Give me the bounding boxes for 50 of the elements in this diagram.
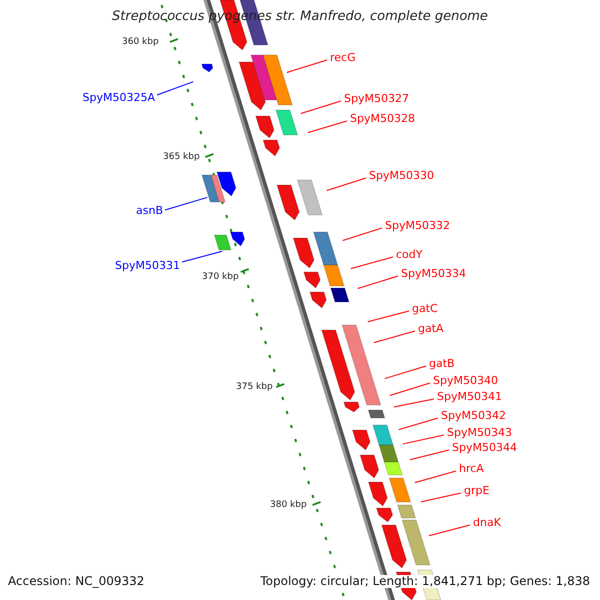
- scale-label: 370 kbp: [202, 271, 239, 284]
- genome-info-text: Topology: circular; Length: 1,841,271 bp; Genes: 1,838: [260, 575, 590, 588]
- gene-label: grpE: [464, 484, 490, 497]
- leader-line: [164, 196, 208, 210]
- leader-line: [402, 434, 444, 444]
- gene-label: dnaK: [473, 516, 501, 529]
- gene-label: SpyM50341: [437, 390, 502, 403]
- leader-line: [300, 100, 342, 114]
- leader-line: [357, 276, 398, 290]
- leader-line: [420, 492, 462, 502]
- gene-label: SpyM50328: [350, 112, 415, 125]
- leader-line: [350, 256, 394, 270]
- leader-line: [398, 418, 438, 430]
- accession-text: Accession: NC_009332: [8, 575, 144, 588]
- gene-label: SpyM50334: [401, 267, 466, 280]
- leader-line: [414, 470, 456, 484]
- leader-line: [384, 366, 426, 380]
- gene-label: hrcA: [459, 462, 484, 475]
- title: Streptococcus pyogenes str. Manfredo, complete genome: [111, 10, 489, 23]
- gene-label: SpyM50332: [385, 219, 450, 232]
- gene-label: SpyM50325A: [82, 91, 155, 104]
- leader-line: [156, 81, 194, 96]
- gene-label: SpyM50327: [344, 92, 409, 105]
- gene-label: SpyM50331: [115, 259, 180, 272]
- scale-label: 365 kbp: [163, 151, 200, 164]
- leader-line: [393, 398, 434, 408]
- leader-line: [409, 450, 450, 460]
- gene-label: asnB: [136, 204, 163, 217]
- gene-label: SpyM50342: [441, 409, 506, 422]
- leader-line: [373, 330, 416, 344]
- leader-line: [307, 120, 348, 134]
- leader-line: [286, 60, 328, 74]
- gene-label: codY: [396, 248, 422, 261]
- leader-line: [389, 382, 430, 396]
- leader-line: [367, 310, 410, 322]
- gene-label: gatC: [412, 302, 438, 315]
- scale-label: 380 kbp: [270, 499, 307, 512]
- leader-line: [342, 228, 382, 241]
- leader-line: [326, 178, 366, 191]
- scale-label: 360 kbp: [122, 36, 159, 49]
- scale-label: 375 kbp: [236, 381, 273, 394]
- gene-label: recG: [330, 51, 356, 64]
- gene-label: gatA: [418, 322, 444, 335]
- gene-label: SpyM50343: [447, 426, 512, 439]
- gene-label: SpyM50330: [369, 169, 434, 182]
- gene-label: SpyM50340: [433, 374, 498, 387]
- gene-label: gatB: [429, 357, 455, 370]
- leader-line: [428, 524, 470, 536]
- gene-label: SpyM50344: [452, 441, 517, 454]
- leader-line: [182, 250, 223, 262]
